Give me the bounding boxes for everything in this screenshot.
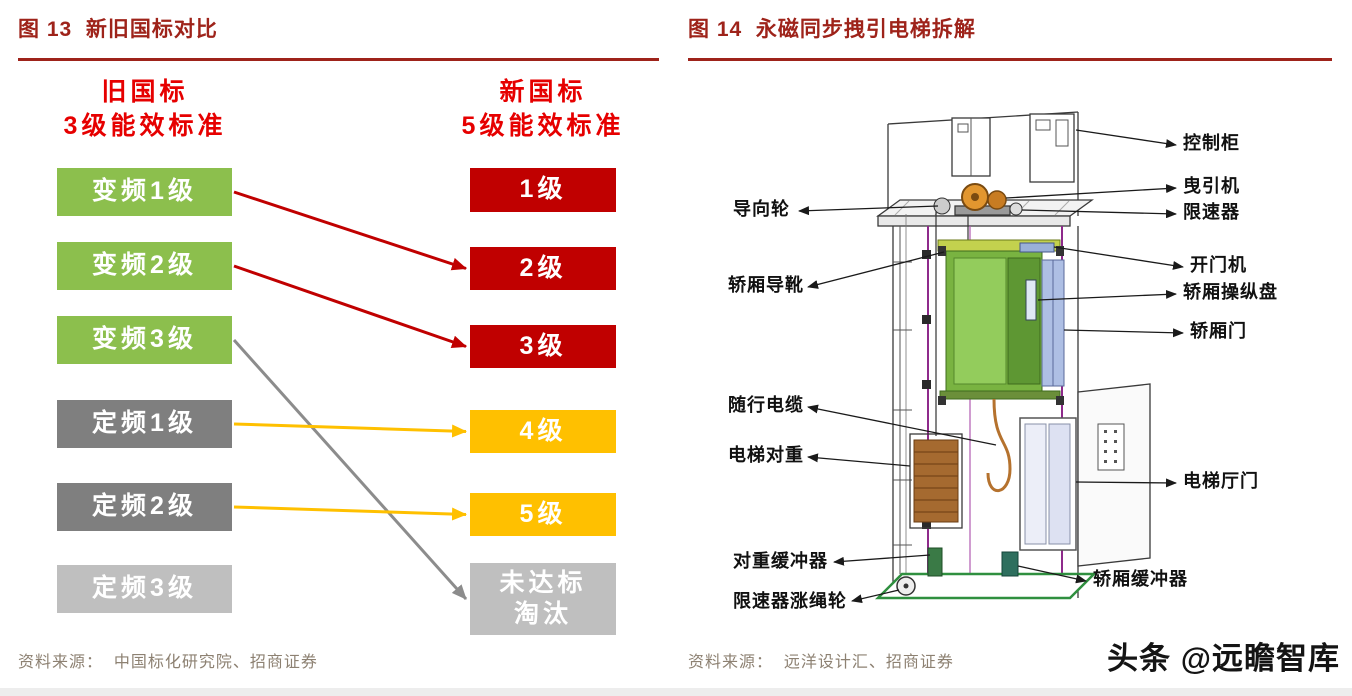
label-car-buffer: 轿厢缓冲器 xyxy=(1093,568,1188,589)
tension-wheel-part xyxy=(896,576,916,596)
car-guide-shoe-part xyxy=(938,246,946,256)
leader-car-buffer xyxy=(1017,565,1087,584)
mapping-arrow-1 xyxy=(233,264,467,349)
label-counterweight: 电梯对重 xyxy=(728,444,804,465)
new-standard-header: 新国标 5级能效标准 xyxy=(428,76,658,144)
new-box-0: 1级 xyxy=(470,168,616,212)
leader-landing-door xyxy=(1075,478,1177,488)
leader-traction-machine xyxy=(1005,184,1177,199)
leader-counterweight-buffer xyxy=(833,554,931,566)
label-car-guide-shoe: 轿厢导靴 xyxy=(728,274,804,295)
mapping-arrow-0 xyxy=(233,190,467,271)
pit xyxy=(874,547,1098,600)
new-standard-header-line2: 5级能效标准 xyxy=(461,111,625,140)
new-box-3: 4级 xyxy=(470,410,616,453)
leader-door-operator xyxy=(1053,246,1184,270)
old-box-2: 变频3级 xyxy=(57,316,232,364)
mapping-arrow-3 xyxy=(233,422,467,438)
leader-traveling-cable xyxy=(807,404,997,446)
label-traction-machine: 曳引机 xyxy=(1183,175,1240,196)
new-box-1: 2级 xyxy=(470,247,616,290)
speed-governor-part xyxy=(1009,202,1023,216)
counterweight-buffer-part xyxy=(927,547,943,577)
car-operating-panel-part xyxy=(1025,279,1037,321)
old-standard-header-line2: 3级能效标准 xyxy=(63,111,227,140)
label-door-operator: 开门机 xyxy=(1190,254,1247,275)
old-box-5: 定频3级 xyxy=(57,565,232,613)
shaft xyxy=(892,226,1079,598)
label-deflector-sheave: 导向轮 xyxy=(733,198,790,219)
new-box-2: 3级 xyxy=(470,325,616,368)
old-standard-header-line1: 旧国标 xyxy=(101,78,189,106)
figure-13-source: 资料来源： 中国标化研究院、招商证券 xyxy=(18,654,318,671)
figure-13-title-rule xyxy=(18,58,659,61)
leader-speed-governor xyxy=(1021,209,1177,219)
label-traveling-cable: 随行电缆 xyxy=(728,394,804,415)
label-car-operating-panel: 轿厢操纵盘 xyxy=(1183,281,1278,302)
mapping-arrow-2 xyxy=(232,338,468,601)
label-speed-governor: 限速器 xyxy=(1183,201,1240,222)
old-standard-header: 旧国标 3级能效标准 xyxy=(30,76,260,144)
leader-car-operating-panel xyxy=(1037,289,1177,301)
old-box-0: 变频1级 xyxy=(57,168,232,216)
new-standard-header-line1: 新国标 xyxy=(499,78,587,106)
figure-13-title: 图 13 新旧国标对比 xyxy=(18,18,218,41)
figure-14-title: 图 14 永磁同步拽引电梯拆解 xyxy=(688,18,976,41)
label-landing-door: 电梯厅门 xyxy=(1183,470,1259,491)
elevator-car xyxy=(937,239,1065,405)
old-box-3: 定频1级 xyxy=(57,400,232,448)
old-box-4: 定频2级 xyxy=(57,483,232,531)
landing-door-part xyxy=(1019,417,1077,551)
leader-counterweight xyxy=(807,453,911,467)
leader-deflector-sheave xyxy=(798,205,939,216)
traveling-cable-part xyxy=(986,398,1012,493)
figure-14-title-rule xyxy=(688,58,1332,61)
watermark: 头条 @远瞻智库 xyxy=(1107,641,1340,676)
page-bottom-edge xyxy=(0,688,1352,696)
traction-machine-part xyxy=(954,183,1011,216)
leader-lines xyxy=(798,129,1184,604)
leader-car-guide-shoe xyxy=(807,251,945,289)
figure-14-source: 资料来源： 远洋设计汇、招商证券 xyxy=(688,654,954,671)
control-cabinet-2 xyxy=(1029,113,1075,183)
new-box-5: 未达标 淘汰 xyxy=(470,563,616,635)
new-box-4: 5级 xyxy=(470,493,616,536)
door-operator-part xyxy=(1019,242,1055,253)
leader-tension-wheel xyxy=(851,589,900,604)
landing-wall xyxy=(1077,383,1151,567)
label-car-door: 轿厢门 xyxy=(1190,320,1247,341)
old-box-1: 变频2级 xyxy=(57,242,232,290)
car-buffer-part xyxy=(1001,551,1019,577)
leader-control-cabinet xyxy=(1075,129,1177,148)
machine-room xyxy=(876,111,1094,227)
part-labels: 控制柜 曳引机 限速器 开门机 轿厢操纵盘 轿厢门 电梯厅门 轿厢缓冲器 导向轮… xyxy=(728,132,1278,611)
control-cabinet xyxy=(951,117,991,177)
label-control-cabinet: 控制柜 xyxy=(1183,132,1240,153)
mapping-arrow-4 xyxy=(233,505,467,521)
label-counterweight-buffer: 对重缓冲器 xyxy=(733,550,828,571)
deflector-sheave-part xyxy=(933,197,951,215)
leader-car-door xyxy=(1063,328,1184,338)
counterweight-part xyxy=(909,433,963,529)
label-tension-wheel: 限速器涨绳轮 xyxy=(733,590,847,611)
car-door-part xyxy=(1041,259,1065,387)
